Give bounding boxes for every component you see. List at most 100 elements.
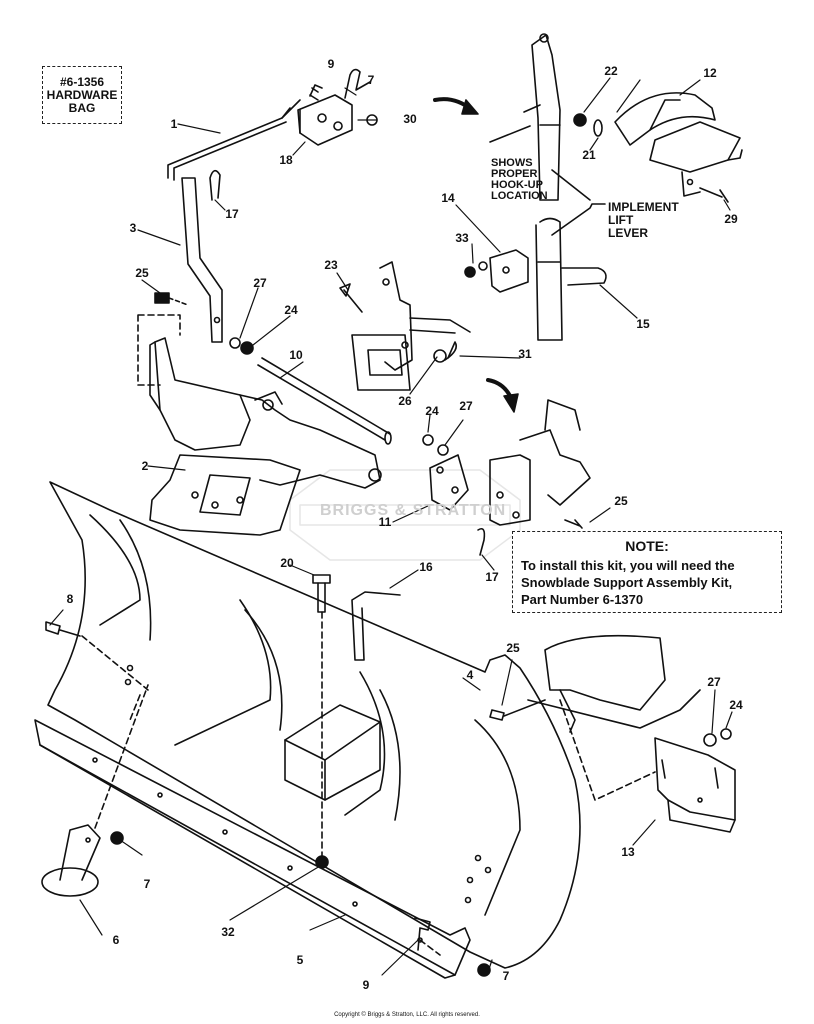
cutting-edge-5 xyxy=(34,719,471,979)
dashed-guide-left xyxy=(137,314,181,386)
bracket-14 xyxy=(489,249,529,293)
lever-caption-line1: IMPLEMENT xyxy=(608,200,679,214)
bracket-13 xyxy=(654,737,736,833)
part-label: 24 xyxy=(729,698,743,712)
snowblade-4 xyxy=(47,481,581,969)
part-label: 7 xyxy=(143,877,151,891)
part-label: 23 xyxy=(324,258,338,272)
tractor-body-right xyxy=(527,634,701,733)
bolt-25-right xyxy=(489,699,546,721)
center-mount-bracket xyxy=(351,261,471,391)
hardware-bag-line3: BAG xyxy=(68,100,96,115)
hitch-pin-17-top xyxy=(209,169,221,201)
part-label: 24 xyxy=(284,303,298,317)
part-label: 4 xyxy=(466,668,474,682)
watermark-text: BRIGGS & STRATTON xyxy=(320,502,507,519)
part-label: 11 xyxy=(378,515,392,529)
bracket-18 xyxy=(297,84,353,146)
hitch-pin-31 xyxy=(444,341,458,361)
arrow-mid-head xyxy=(503,393,519,413)
part-label: 26 xyxy=(398,394,412,408)
callout-leaders xyxy=(49,77,733,976)
part-label: 17 xyxy=(485,570,499,584)
nut-24-mid xyxy=(422,434,434,446)
part-label: 29 xyxy=(724,212,738,226)
skid-shoe-6 xyxy=(41,824,101,897)
lever-caption-line2: LIFT xyxy=(608,213,634,227)
part-label: 9 xyxy=(327,57,335,71)
part-label: 30 xyxy=(403,112,417,126)
bolt-8 xyxy=(45,621,81,637)
arm-3 xyxy=(181,177,223,343)
hookup-caption-line4: LOCATION xyxy=(491,190,548,202)
nut-33-a xyxy=(464,266,476,278)
part-label: 8 xyxy=(66,592,74,606)
tractor-mount xyxy=(489,399,591,526)
part-label: 27 xyxy=(459,399,473,413)
u-bolt-15 xyxy=(561,267,607,286)
part-label: 25 xyxy=(135,266,149,280)
dashed-leaders xyxy=(81,635,656,956)
hitch-pin-7-top xyxy=(344,68,371,99)
note-box: NOTE: To install this kit, you will need… xyxy=(512,531,782,613)
part-label: 1 xyxy=(170,117,178,131)
nut-24-left xyxy=(240,341,254,355)
lever-leader-lines xyxy=(551,169,606,236)
part-label: 22 xyxy=(604,64,618,78)
arrow-top-head xyxy=(461,99,479,115)
part-label: 14 xyxy=(441,191,455,205)
bolt-9-bottom xyxy=(414,917,431,951)
nut-33-b xyxy=(478,261,488,271)
part-label: 16 xyxy=(419,560,433,574)
part-label: 25 xyxy=(506,641,520,655)
washer-27-mid xyxy=(437,444,449,456)
part-label: 20 xyxy=(280,556,294,570)
nut-24-right xyxy=(720,728,732,740)
bolt-25-left xyxy=(154,292,189,306)
washer-21 xyxy=(593,119,603,137)
hardware-bag-box: #6-1356 HARDWARE BAG xyxy=(42,66,122,124)
hardware-bag-line2: HARDWARE xyxy=(46,87,118,102)
washer-27-right xyxy=(703,733,717,747)
bolt-23 xyxy=(339,283,363,313)
part-label: 2 xyxy=(141,459,149,473)
implement-lift-lever-bottom xyxy=(535,217,563,341)
hookup-caption-line2: PROPER xyxy=(491,168,538,180)
copyright: Copyright © Briggs & Stratton, LLC. All … xyxy=(334,1012,480,1018)
bracket-11 xyxy=(429,454,469,511)
part-label: 15 xyxy=(636,317,650,331)
part-label: 6 xyxy=(112,933,120,947)
implement-lift-lever-top xyxy=(489,33,561,201)
nut-32 xyxy=(315,855,329,869)
note-line1: To install this kit, you will need the xyxy=(521,558,735,573)
part-label: 9 xyxy=(362,978,370,992)
part-label: 5 xyxy=(296,953,304,967)
bolt-9-top xyxy=(309,87,319,101)
hookup-caption: SHOWS PROPER HOOK-UP LOCATION xyxy=(491,158,548,202)
part-label: 27 xyxy=(253,276,267,290)
part-label: 13 xyxy=(621,845,635,859)
bolt-20 xyxy=(312,574,331,861)
washer-27-left xyxy=(229,337,241,349)
quadrant-12 xyxy=(614,92,743,197)
part-label: 24 xyxy=(425,404,439,418)
part-label: 3 xyxy=(129,221,137,235)
rod-10 xyxy=(257,357,392,445)
note-title: NOTE: xyxy=(625,538,669,554)
lever-caption: IMPLEMENT LIFT LEVER xyxy=(608,201,679,240)
part-label: 12 xyxy=(703,66,717,80)
note-line3: Part Number 6-1370 xyxy=(521,592,644,607)
part-label: 32 xyxy=(221,925,235,939)
part-label: 7 xyxy=(502,969,510,983)
hitch-pin-17-low xyxy=(477,527,486,556)
lift-rod xyxy=(167,99,301,181)
hardware-bag-line1: #6-1356 xyxy=(59,74,105,89)
lever-caption-line3: LEVER xyxy=(608,226,649,240)
nut-7-bottom xyxy=(477,963,491,977)
washer-26 xyxy=(433,349,447,363)
part-label: 17 xyxy=(225,207,239,221)
hookup-caption-line3: HOOK-UP xyxy=(491,179,543,191)
part-label: 7 xyxy=(367,73,375,87)
bolt-29 xyxy=(699,187,729,203)
